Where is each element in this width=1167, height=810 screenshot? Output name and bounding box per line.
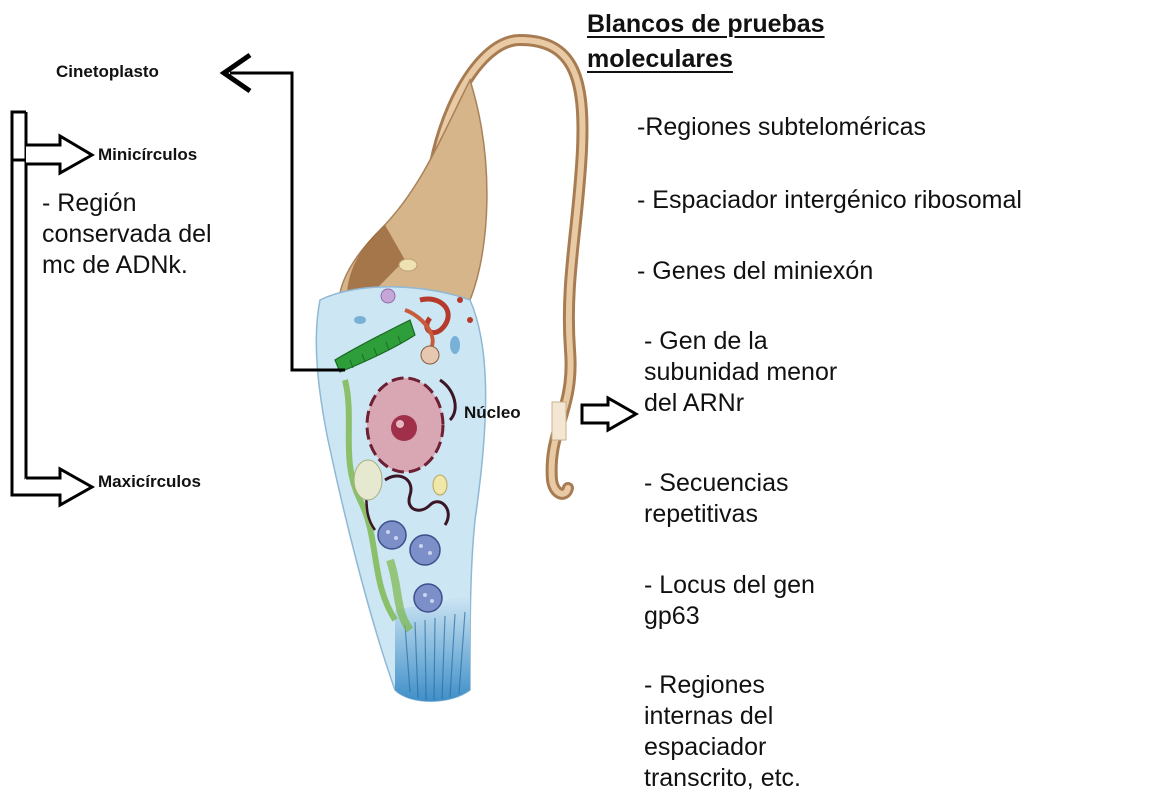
target-5-line-1: - Secuencias bbox=[644, 468, 789, 499]
nucleo-arrow bbox=[582, 398, 636, 430]
maxicirculos-label: Maxicírculos bbox=[98, 472, 201, 492]
target-7-line-2: internas del bbox=[644, 701, 801, 732]
cinetoplasto-label: Cinetoplasto bbox=[56, 62, 159, 82]
target-subteloméricas: -Regiones subteloméricas bbox=[637, 112, 926, 143]
region-line-2: conservada del bbox=[42, 219, 212, 250]
target-4-line-2: subunidad menor bbox=[644, 357, 837, 388]
target-7-line-4: transcrito, etc. bbox=[644, 763, 801, 794]
target-miniexon: - Genes del miniexón bbox=[637, 256, 873, 287]
maxicirculos-arrow bbox=[12, 469, 92, 505]
nucleolus bbox=[391, 415, 417, 441]
nucleo-label: Núcleo bbox=[464, 403, 521, 423]
target-6-line-2: gp63 bbox=[644, 601, 815, 632]
target-subunidad-menor: - Gen de la subunidad menor del ARNr bbox=[644, 326, 837, 419]
target-6-line-1: - Locus del gen bbox=[644, 570, 815, 601]
minicirculos-arrow bbox=[26, 136, 92, 173]
region-line-3: mc de ADNk. bbox=[42, 250, 212, 281]
target-secuencias-repetitivas: - Secuencias repetitivas bbox=[644, 468, 789, 530]
left-bracket bbox=[12, 112, 60, 495]
target-4-line-1: - Gen de la bbox=[644, 326, 837, 357]
region-conservada-text: - Región conservada del mc de ADNk. bbox=[42, 188, 212, 281]
target-7-line-1: - Regiones bbox=[644, 670, 801, 701]
region-line-1: - Región bbox=[42, 188, 212, 219]
target-4-line-3: del ARNr bbox=[644, 388, 837, 419]
target-7-line-3: espaciador bbox=[644, 732, 801, 763]
target-espaciador-ribosomal: - Espaciador intergénico ribosomal bbox=[637, 185, 1022, 216]
diagram-title: Blancos de pruebas moleculares bbox=[587, 10, 825, 74]
target-espaciador-transcrito: - Regiones internas del espaciador trans… bbox=[644, 670, 801, 794]
title-line-2: moleculares bbox=[587, 45, 825, 74]
target-5-line-2: repetitivas bbox=[644, 499, 789, 530]
title-line-1: Blancos de pruebas bbox=[587, 10, 825, 39]
target-gp63: - Locus del gen gp63 bbox=[644, 570, 815, 632]
minicirculos-label: Minicírculos bbox=[98, 145, 197, 165]
